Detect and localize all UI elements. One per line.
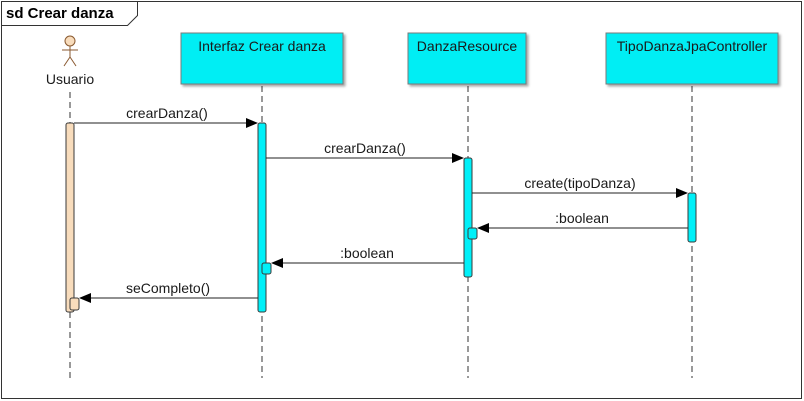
activation-interfaz [257,122,267,313]
message-label: crearDanza() [324,140,406,156]
participant-name: DanzaResource [417,38,518,54]
message-label: :boolean [555,210,609,226]
stick-figure-icon [62,35,78,67]
activation-usuario [65,122,75,313]
activation-usuario-return [69,297,80,311]
activation-danzaresource [463,157,473,278]
message-2: crearDanza() [266,140,464,163]
message-1: crearDanza() [74,105,258,128]
message-6: seCompleto() [79,280,258,303]
participant-interfaz: Interfaz Crear danza [180,32,344,85]
message-label: create(tipoDanza) [524,175,635,191]
participant-name: TipoDanzaJpaController [617,38,768,54]
message-label: :boolean [340,245,394,261]
participant-danzaresource: DanzaResource [407,32,527,85]
actor-name: Usuario [46,71,94,87]
activation-interfaz-return [261,262,272,275]
actor-usuario: Usuario [46,35,94,87]
message-5: :boolean [271,245,464,268]
frame-title-tab [1,1,138,26]
activation-jpacontroller [687,192,697,243]
message-4: :boolean [477,210,688,233]
participant-jpacontroller: TipoDanzaJpaController [605,32,779,85]
participant-name: Interfaz Crear danza [198,38,326,54]
activation-danzaresource-return [467,227,478,240]
message-label: seCompleto() [126,280,210,296]
message-3: create(tipoDanza) [472,175,688,198]
message-label: crearDanza() [126,105,208,121]
frame-title: sd Crear danza [6,5,114,22]
